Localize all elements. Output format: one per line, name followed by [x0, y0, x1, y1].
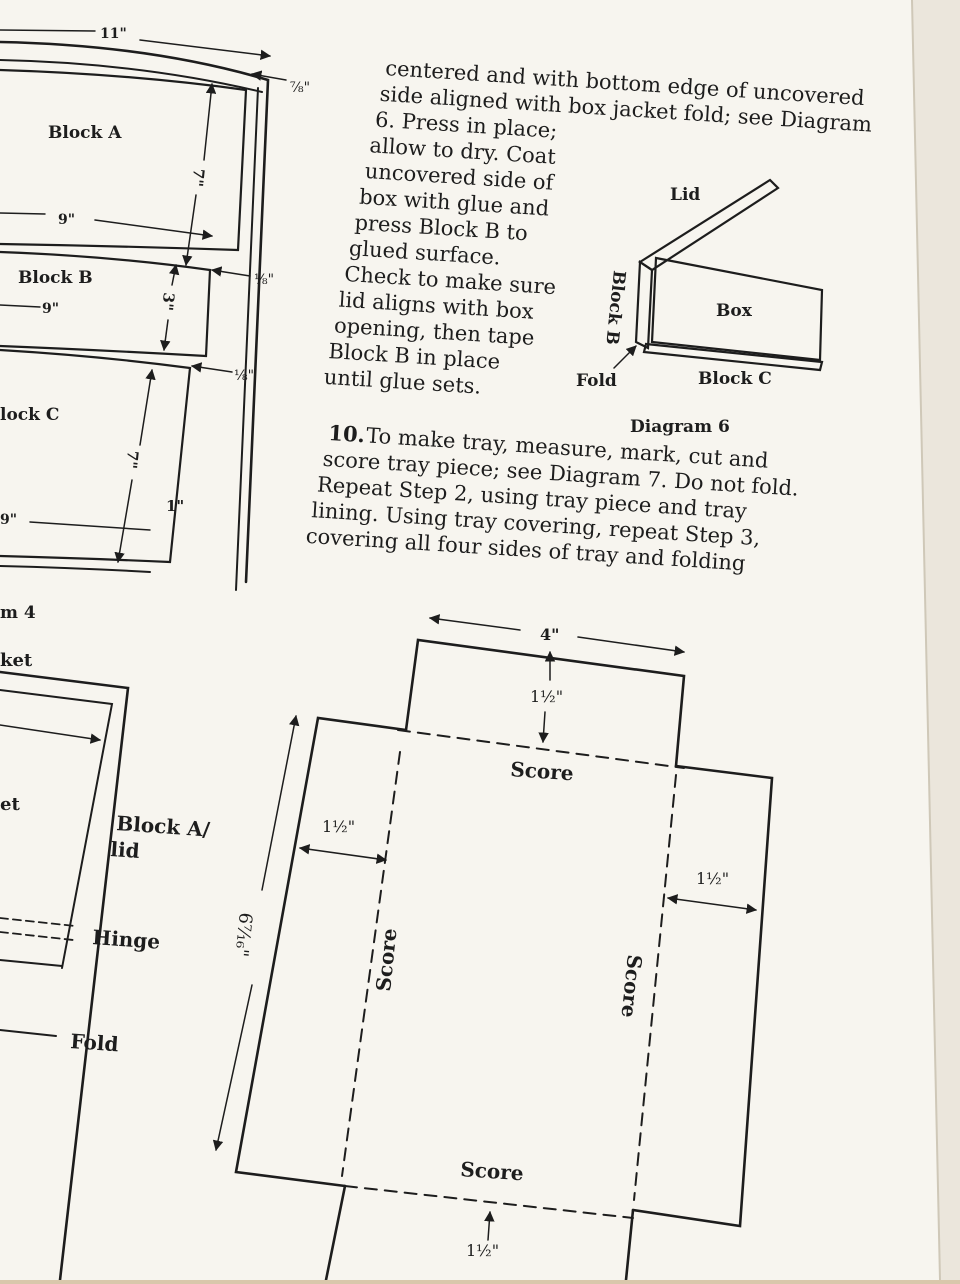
jacket-label: et	[0, 794, 20, 815]
block-a-lid-label-2: lid	[110, 837, 141, 863]
dim-b-width-label: 9"	[42, 301, 59, 317]
dim-a-width-right	[94, 219, 214, 240]
dim-4-right	[577, 636, 686, 656]
hinge-dash-2	[0, 931, 74, 941]
fold-label-6: Fold	[576, 371, 617, 391]
bottom-flap	[324, 1184, 635, 1282]
dim-11-arrow-right	[139, 39, 272, 61]
box-label: Box	[716, 301, 753, 321]
dim-c-width-label: 9"	[0, 512, 17, 528]
fold-arrow	[613, 345, 637, 369]
dim-4-left	[428, 614, 521, 631]
dim-b-width-line	[0, 304, 41, 308]
score-right-line	[633, 774, 677, 1201]
dim-4-label: 4"	[540, 625, 559, 644]
dim-7-8-arrow	[250, 70, 287, 81]
dim-11-label: 11"	[100, 26, 127, 42]
dim-c-height-down	[114, 479, 133, 564]
dim-b-height-label: 3"	[158, 292, 178, 312]
tray-main-outline	[234, 716, 774, 1228]
dim-b-height-up	[168, 263, 180, 286]
block-a-label: Block A	[48, 123, 122, 143]
jacket-outline-bottom	[0, 565, 151, 573]
jacket-outline-right	[235, 87, 259, 591]
block-c-label-6: Block C	[698, 369, 772, 389]
score-left-line	[341, 751, 401, 1177]
dim-b-height-down	[160, 319, 171, 352]
dim-a-height-up	[203, 82, 217, 161]
dim-b-gap-label: ⅛"	[254, 272, 274, 288]
dim-left-label: 1½"	[322, 817, 355, 836]
diagram-6	[613, 178, 824, 372]
dim-height-label: 6⁷⁄₁₆"	[230, 911, 256, 957]
dim-bottom-label: 1½"	[466, 1241, 499, 1260]
dim-11-line-left	[0, 29, 96, 32]
score-bottom-label: Score	[460, 1157, 525, 1185]
instruction-paragraph-2: 10. To make tray, measure, mark, cut and…	[305, 420, 799, 575]
block-b-rect	[0, 250, 212, 358]
dim-right-label: 1½"	[696, 869, 729, 888]
score-top-line	[397, 729, 685, 769]
dim-flap-down	[538, 711, 549, 744]
dim-c-height-up	[139, 368, 156, 446]
page-edge-line	[911, 0, 941, 1281]
hinge-label: Hinge	[92, 925, 161, 954]
block-c-rect	[0, 348, 192, 564]
lid-label: Lid	[670, 185, 700, 205]
dim-c-side-label: 1"	[166, 497, 184, 515]
dim-c-height-label: 7"	[122, 450, 142, 470]
jacket-outline-top	[0, 40, 270, 584]
dim-bottom-arrow	[484, 1210, 495, 1241]
dim-height-down	[212, 984, 253, 1152]
page-paper	[0, 0, 940, 1280]
hinge-dash-1	[0, 917, 76, 927]
box-rect	[650, 256, 824, 362]
step-number: 10.	[328, 420, 366, 447]
diagram-4-caption: m 4	[0, 603, 36, 623]
dim-a-height-label: 7"	[188, 168, 208, 188]
dim-a-width-label: 9"	[58, 212, 75, 228]
diagram-5-caption: ket	[0, 650, 33, 671]
dim-right-arrow	[666, 894, 758, 914]
fold-line	[0, 1029, 57, 1037]
dim-c-gap-arrow	[190, 362, 233, 373]
fold-label: Fold	[70, 1029, 120, 1056]
diagram-7	[212, 614, 774, 1282]
jacket-inner	[0, 689, 114, 969]
dim-7-8-label: ⅞"	[290, 80, 310, 96]
block-b-board	[634, 260, 654, 350]
dim-left-arrow	[298, 844, 388, 864]
score-bottom-line	[344, 1185, 634, 1219]
dim-b-gap-arrow	[210, 266, 251, 277]
block-c-board	[642, 342, 824, 372]
diagram-4	[0, 29, 287, 591]
diagram-5	[0, 670, 130, 1282]
jacket-outer	[0, 670, 130, 1282]
dim-a-height-down	[182, 194, 197, 267]
dim-flap-label: 1½"	[530, 687, 563, 706]
jacket-outline-inner	[0, 59, 263, 93]
diagram-6-caption: Diagram 6	[630, 417, 730, 437]
block-a-rect	[0, 68, 248, 252]
dim-height-up	[261, 714, 300, 891]
lid-arrow	[0, 724, 102, 744]
score-top-label: Score	[510, 757, 575, 785]
dim-a-width-left	[0, 212, 46, 215]
dim-c-gap-label: ⅛"	[234, 368, 254, 384]
hinge-line-3	[0, 959, 63, 967]
dim-c-width-line	[29, 521, 151, 531]
block-b-label: Block B	[18, 268, 93, 288]
block-c-label: lock C	[0, 405, 59, 425]
